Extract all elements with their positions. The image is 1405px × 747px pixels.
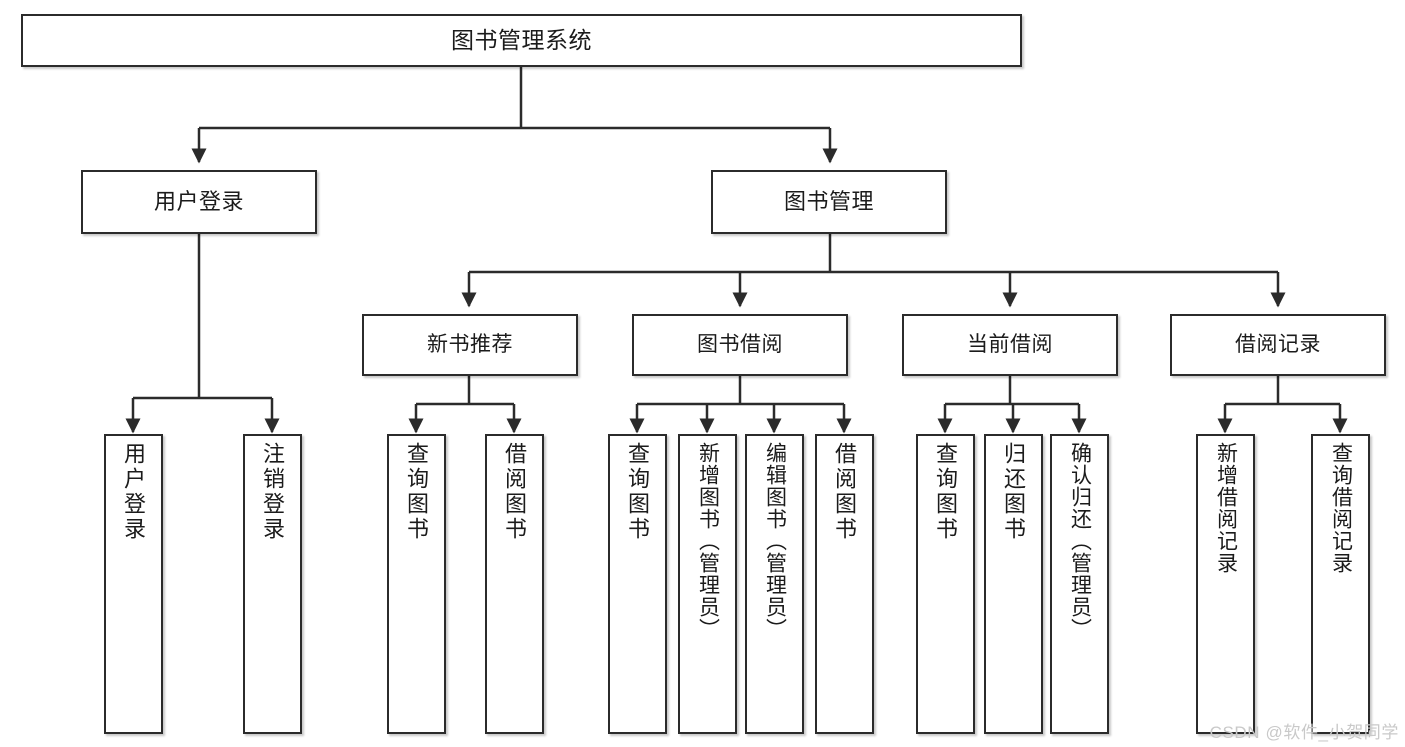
node-label: 当前借阅 [967, 332, 1053, 356]
node-label: 注销登录 [260, 442, 286, 542]
node-leaf-confirm-return-admin[interactable]: 确认归还（管理员） [1050, 434, 1109, 734]
node-book-management[interactable]: 图书管理 [711, 170, 947, 234]
node-label: 图书管理系统 [451, 26, 592, 53]
node-leaf-query-book-recommend[interactable]: 查询图书 [387, 434, 446, 734]
node-label: 用户登录 [121, 442, 147, 542]
node-root-system[interactable]: 图书管理系统 [21, 14, 1022, 67]
node-new-book-recommend[interactable]: 新书推荐 [362, 314, 578, 376]
node-leaf-query-book-current[interactable]: 查询图书 [916, 434, 975, 734]
node-leaf-query-book-borrow[interactable]: 查询图书 [608, 434, 667, 734]
node-label: 新增图书（管理员） [696, 442, 720, 640]
node-label: 编辑图书（管理员） [763, 442, 787, 640]
node-label: 借阅记录 [1235, 332, 1321, 356]
node-label: 新增借阅记录 [1214, 442, 1238, 574]
node-leaf-user-logout[interactable]: 注销登录 [243, 434, 302, 734]
node-label: 确认归还（管理员） [1068, 442, 1092, 640]
node-book-borrow[interactable]: 图书借阅 [632, 314, 848, 376]
node-leaf-add-book-admin[interactable]: 新增图书（管理员） [678, 434, 737, 734]
csdn-watermark: CSDN @软件_小贺同学 [1209, 723, 1399, 742]
node-leaf-return-book[interactable]: 归还图书 [984, 434, 1043, 734]
node-label: 查询图书 [625, 442, 651, 542]
node-leaf-query-borrow-record[interactable]: 查询借阅记录 [1311, 434, 1370, 734]
node-current-borrow[interactable]: 当前借阅 [902, 314, 1118, 376]
node-label: 归还图书 [1001, 442, 1027, 542]
node-leaf-user-login[interactable]: 用户登录 [104, 434, 163, 734]
node-label: 图书管理 [783, 189, 874, 215]
node-leaf-add-borrow-record[interactable]: 新增借阅记录 [1196, 434, 1255, 734]
node-label: 查询图书 [933, 442, 959, 542]
node-label: 新书推荐 [427, 332, 513, 356]
node-leaf-borrow-book-recommend[interactable]: 借阅图书 [485, 434, 544, 734]
node-borrow-record[interactable]: 借阅记录 [1170, 314, 1386, 376]
node-label: 查询借阅记录 [1329, 442, 1353, 574]
node-label: 用户登录 [153, 189, 244, 215]
node-user-login[interactable]: 用户登录 [81, 170, 317, 234]
node-label: 查询图书 [404, 442, 430, 542]
node-label: 图书借阅 [697, 332, 783, 356]
node-leaf-borrow-book[interactable]: 借阅图书 [815, 434, 874, 734]
node-leaf-edit-book-admin[interactable]: 编辑图书（管理员） [745, 434, 804, 734]
node-label: 借阅图书 [502, 442, 528, 542]
node-label: 借阅图书 [832, 442, 858, 542]
